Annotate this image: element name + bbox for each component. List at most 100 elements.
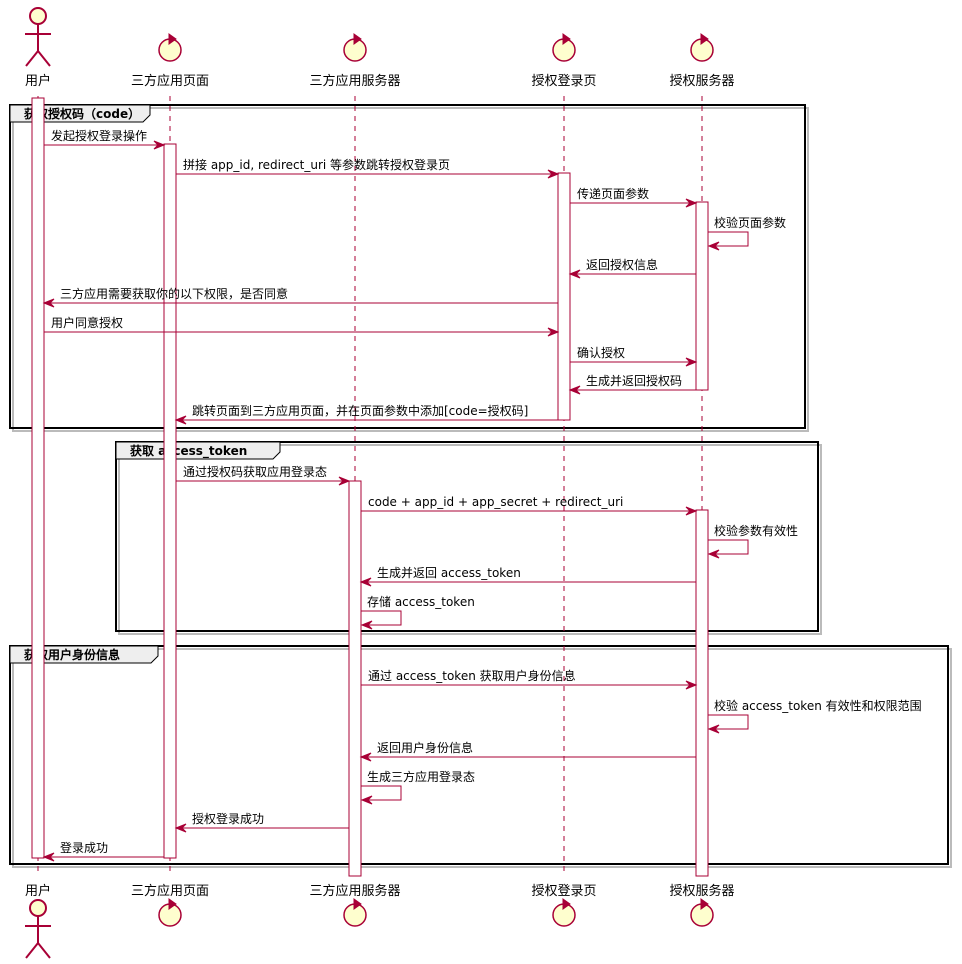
message-label: 传递页面参数 bbox=[577, 186, 649, 201]
message-label: 通过授权码获取应用登录态 bbox=[183, 464, 327, 479]
participant-login-top[interactable]: 授权登录页 bbox=[531, 33, 597, 89]
arrowhead bbox=[547, 169, 560, 179]
message-label: 确认授权 bbox=[577, 345, 625, 360]
self-arrow bbox=[708, 714, 749, 730]
arrowhead bbox=[338, 476, 351, 486]
arrowhead bbox=[547, 327, 560, 337]
participant-label: 用户 bbox=[25, 883, 51, 899]
group-frame: 获取授权码（code） bbox=[9, 104, 809, 432]
arrowhead bbox=[685, 680, 698, 690]
activation-auth bbox=[695, 509, 709, 877]
arrowhead bbox=[174, 823, 187, 833]
arrowhead bbox=[568, 385, 581, 395]
arrowhead bbox=[685, 357, 698, 367]
control-icon bbox=[690, 898, 714, 927]
message-14[interactable]: 生成并返回 access_token bbox=[359, 566, 696, 587]
participant-label: 用户 bbox=[25, 73, 51, 89]
arrowhead bbox=[685, 198, 698, 208]
group-frame: 获取用户身份信息 bbox=[9, 645, 952, 868]
message-label: 通过 access_token 获取用户身份信息 bbox=[368, 668, 576, 683]
message-label: 三方应用需要获取你的以下权限，是否同意 bbox=[60, 286, 288, 301]
participant-user-top[interactable]: 用户 bbox=[25, 7, 51, 89]
message-label: code + app_id + app_secret + redirect_ur… bbox=[368, 495, 623, 509]
message-label: 跳转页面到三方应用页面，并在页面参数中添加[code=授权码] bbox=[192, 403, 528, 418]
participant-label: 授权登录页 bbox=[531, 73, 596, 89]
message-5[interactable]: 返回授权信息 bbox=[568, 257, 696, 279]
arrowhead bbox=[707, 241, 720, 251]
activation-auth bbox=[695, 201, 709, 391]
message-21[interactable]: 登录成功 bbox=[42, 840, 164, 862]
participant-auth-bottom[interactable]: 授权服务器 bbox=[669, 883, 735, 927]
message-label: 校验 access_token 有效性和权限范围 bbox=[714, 698, 922, 713]
control-icon bbox=[343, 898, 367, 927]
participant-label: 授权服务器 bbox=[669, 73, 734, 89]
participant-label: 授权服务器 bbox=[669, 883, 734, 899]
message-3[interactable]: 传递页面参数 bbox=[570, 186, 698, 208]
actor-icon bbox=[25, 899, 51, 959]
control-icon bbox=[343, 33, 367, 62]
control-icon bbox=[552, 898, 576, 927]
group-frame: 获取 access_token bbox=[115, 441, 822, 635]
message-9[interactable]: 生成并返回授权码 bbox=[568, 373, 696, 395]
control-icon bbox=[552, 33, 576, 62]
message-label: 拼接 app_id, redirect_uri 等参数跳转授权登录页 bbox=[183, 157, 450, 172]
message-12[interactable]: code + app_id + app_secret + redirect_ur… bbox=[361, 495, 698, 516]
group-title: 获取 access_token bbox=[129, 443, 247, 459]
participant-auth-top[interactable]: 授权服务器 bbox=[669, 33, 735, 89]
participant-page3-bottom[interactable]: 三方应用页面 bbox=[131, 883, 209, 927]
arrowhead bbox=[359, 752, 372, 762]
self-arrow bbox=[708, 231, 749, 247]
message-1[interactable]: 发起授权登录操作 bbox=[44, 128, 166, 150]
arrowhead bbox=[42, 298, 55, 308]
message-7[interactable]: 用户同意授权 bbox=[44, 315, 560, 337]
activation-user bbox=[31, 97, 45, 859]
message-11[interactable]: 通过授权码获取应用登录态 bbox=[176, 464, 351, 486]
self-arrow bbox=[708, 539, 749, 555]
control-icon bbox=[158, 33, 182, 62]
message-13[interactable]: 校验参数有效性 bbox=[707, 523, 798, 559]
message-label: 返回授权信息 bbox=[586, 257, 658, 272]
message-label: 授权登录成功 bbox=[192, 811, 264, 826]
activation-login bbox=[557, 172, 571, 421]
participant-srv3-bottom[interactable]: 三方应用服务器 bbox=[309, 883, 401, 927]
arrowhead bbox=[42, 852, 55, 862]
message-label: 登录成功 bbox=[60, 840, 108, 855]
participant-label: 三方应用页面 bbox=[131, 73, 209, 89]
actor-icon bbox=[25, 7, 51, 67]
message-label: 生成并返回授权码 bbox=[586, 373, 682, 388]
message-label: 生成并返回 access_token bbox=[377, 566, 521, 580]
activation-srv3 bbox=[348, 480, 362, 877]
message-19[interactable]: 生成三方应用登录态 bbox=[360, 769, 475, 805]
message-label: 用户同意授权 bbox=[51, 315, 123, 330]
participant-label: 三方应用服务器 bbox=[309, 883, 400, 899]
self-arrow bbox=[361, 785, 402, 801]
participant-page3-top[interactable]: 三方应用页面 bbox=[131, 33, 209, 89]
message-4[interactable]: 校验页面参数 bbox=[707, 215, 786, 251]
message-label: 校验参数有效性 bbox=[714, 523, 798, 538]
message-15[interactable]: 存储 access_token bbox=[360, 594, 475, 630]
self-arrow bbox=[361, 610, 402, 626]
participant-login-bottom[interactable]: 授权登录页 bbox=[531, 883, 597, 927]
message-label: 生成三方应用登录态 bbox=[367, 769, 475, 784]
message-2[interactable]: 拼接 app_id, redirect_uri 等参数跳转授权登录页 bbox=[176, 157, 560, 179]
arrowhead bbox=[174, 415, 187, 425]
arrowhead bbox=[707, 549, 720, 559]
activation-page3 bbox=[163, 143, 177, 859]
message-20[interactable]: 授权登录成功 bbox=[174, 811, 349, 833]
group-title: 获取授权码（code） bbox=[23, 106, 140, 121]
message-8[interactable]: 确认授权 bbox=[570, 345, 698, 367]
arrowhead bbox=[707, 724, 720, 734]
arrowhead bbox=[360, 620, 373, 630]
message-16[interactable]: 通过 access_token 获取用户身份信息 bbox=[361, 668, 698, 690]
message-17[interactable]: 校验 access_token 有效性和权限范围 bbox=[707, 698, 922, 734]
message-10[interactable]: 跳转页面到三方应用页面，并在页面参数中添加[code=授权码] bbox=[174, 403, 558, 425]
participant-srv3-top[interactable]: 三方应用服务器 bbox=[309, 33, 401, 89]
message-18[interactable]: 返回用户身份信息 bbox=[359, 740, 696, 762]
arrowhead bbox=[360, 795, 373, 805]
participant-user-bottom[interactable]: 用户 bbox=[25, 883, 51, 959]
arrowhead bbox=[568, 269, 581, 279]
participant-label: 三方应用页面 bbox=[131, 883, 209, 899]
arrowhead bbox=[359, 577, 372, 587]
message-6[interactable]: 三方应用需要获取你的以下权限，是否同意 bbox=[42, 286, 558, 308]
